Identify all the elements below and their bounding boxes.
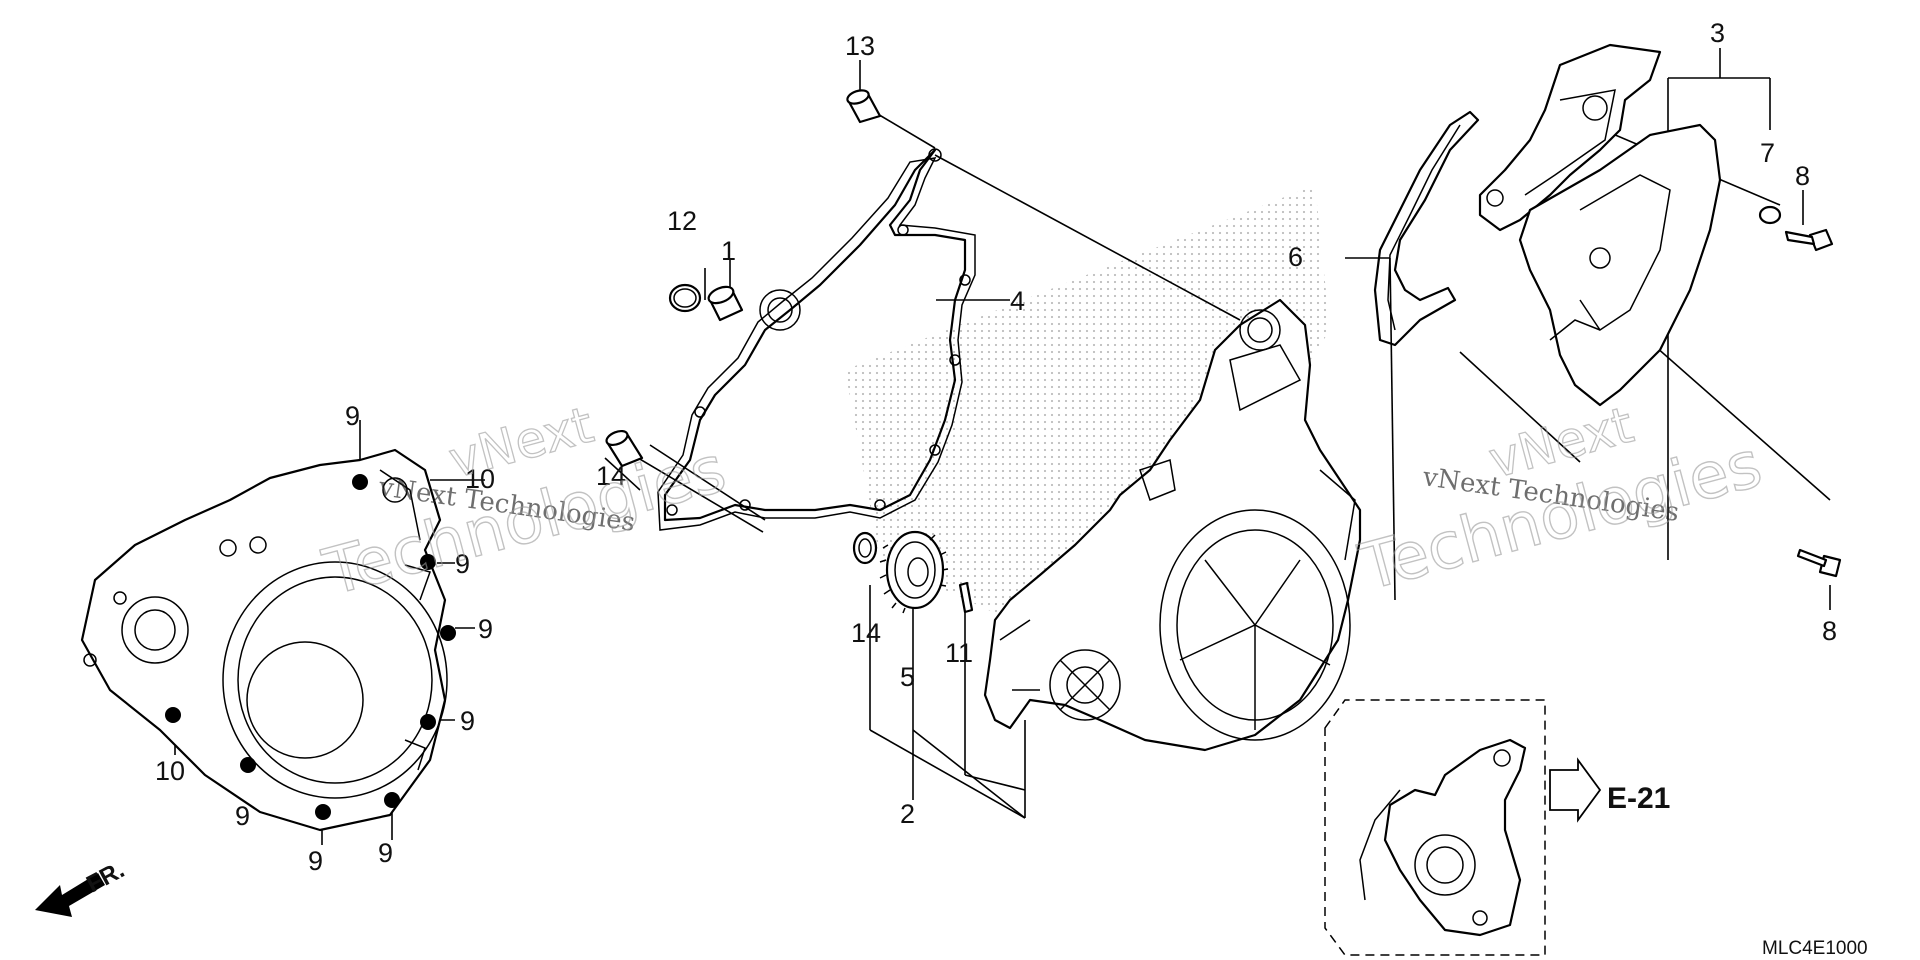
collar-1 [707, 285, 744, 322]
label-9-d: 9 [460, 706, 475, 736]
dowel-pin-lower [605, 429, 644, 468]
label-10-a: 10 [465, 464, 495, 494]
water-pump-cover-assembly [983, 298, 1362, 752]
dowel-pin-13 [846, 89, 882, 124]
cover-bolt-dots [165, 474, 456, 820]
gear-5 [879, 530, 949, 614]
label-4: 4 [1010, 286, 1025, 316]
label-12: 12 [667, 206, 697, 236]
sprocket-cover-3 [1478, 43, 1722, 407]
pin-11 [958, 581, 974, 614]
label-8-lower: 8 [1822, 616, 1837, 646]
label-14-upper: 14 [596, 461, 626, 491]
label-6: 6 [1288, 242, 1303, 272]
watermark-right: vNext vNext Technologies Technologies [1351, 395, 1770, 606]
label-5: 5 [900, 662, 915, 692]
label-3: 3 [1710, 18, 1725, 48]
label-9-f: 9 [308, 846, 323, 876]
label-9-e: 9 [235, 801, 250, 831]
label-9-a: 9 [345, 401, 360, 431]
o-ring-12 [668, 283, 702, 313]
label-9-b: 9 [455, 549, 470, 579]
label-14: 14 [851, 618, 881, 648]
reference-inset [1324, 699, 1546, 956]
label-8-upper: 8 [1795, 161, 1810, 191]
reference-label: E-21 [1607, 782, 1670, 815]
label-7: 7 [1760, 138, 1775, 168]
gasket-6 [1373, 110, 1480, 347]
label-11: 11 [945, 638, 973, 668]
cover-gasket [657, 148, 976, 531]
label-13: 13 [845, 31, 875, 61]
front-direction-arrow [35, 873, 105, 917]
label-2: 2 [900, 799, 915, 829]
diagram-code: MLC4E1000 [1762, 938, 1868, 959]
left-crankcase-cover [80, 448, 448, 832]
nut-7 [1758, 205, 1782, 225]
label-9-c: 9 [478, 614, 493, 644]
label-1: 1 [721, 236, 736, 266]
bolt-8-lower [1796, 548, 1842, 578]
bolt-8-upper [1784, 228, 1834, 252]
washer-14 [852, 531, 878, 565]
part-number-labels: 13 12 1 4 14 14 5 11 2 3 7 8 6 8 9 10 9 … [155, 18, 1837, 876]
label-10-b: 10 [155, 756, 185, 786]
reference-arrow [1549, 757, 1602, 823]
label-9-g: 9 [378, 838, 393, 868]
